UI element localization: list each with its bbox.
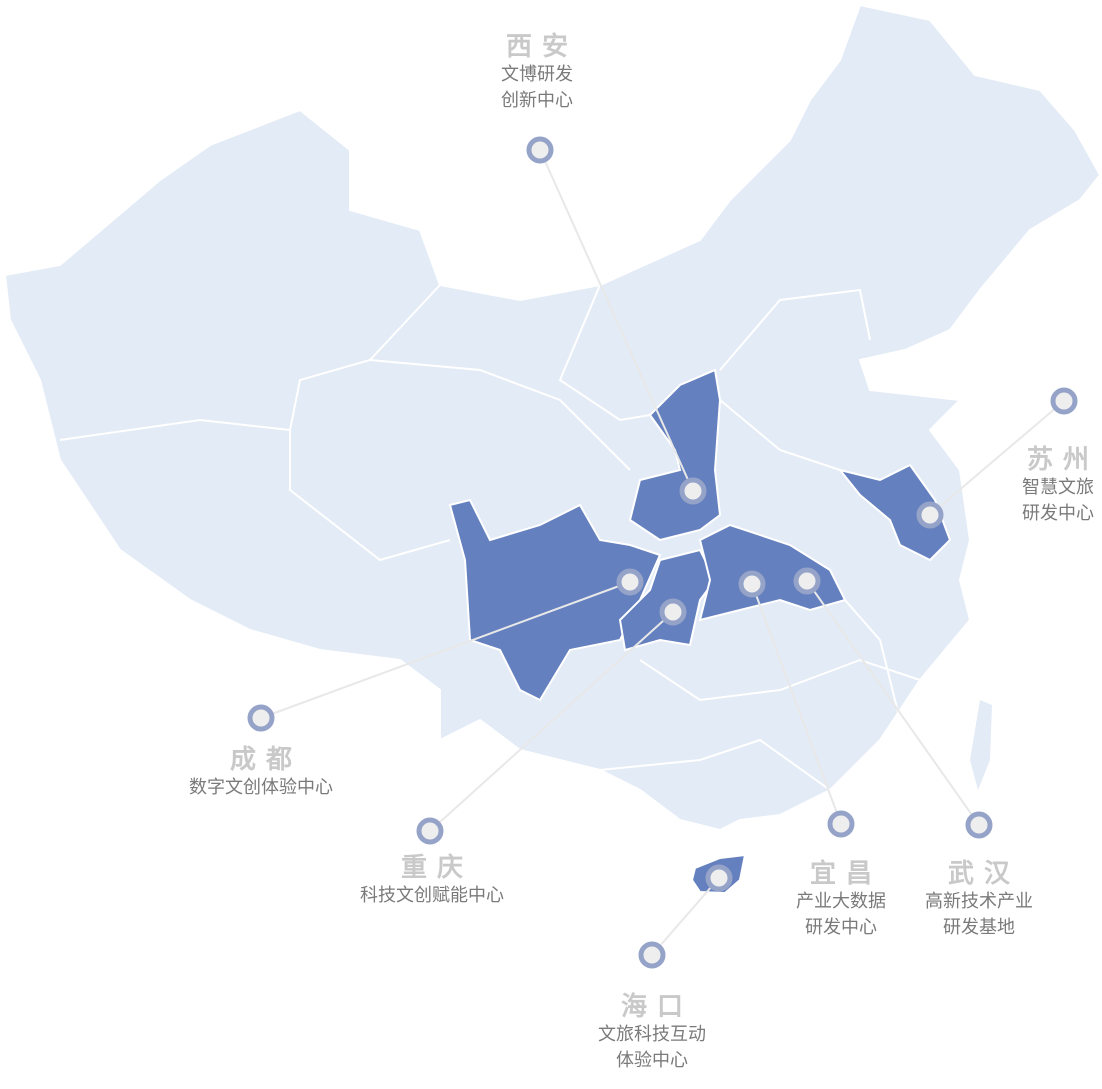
- connector-line-xian: [539, 149, 694, 492]
- city-name: 成都: [229, 745, 302, 775]
- center-label-wuhan: 武汉高新技术产业研发基地: [925, 859, 1033, 941]
- center-description: 研发中心: [1022, 503, 1094, 524]
- label-marker-yichang[interactable]: [827, 810, 855, 838]
- center-label-xian: 西安文博研发创新中心: [501, 32, 573, 114]
- location-marker-chengdu[interactable]: [616, 568, 644, 596]
- center-description: 文旅科技互动: [598, 1024, 706, 1045]
- markers: [247, 136, 1078, 969]
- location-marker-haikou[interactable]: [705, 864, 733, 892]
- location-marker-chongqing[interactable]: [659, 598, 687, 626]
- province-hubei: [698, 523, 847, 622]
- label-marker-haikou[interactable]: [638, 941, 666, 969]
- location-marker-yichang[interactable]: [738, 570, 766, 598]
- center-description: 科技文创赋能中心: [360, 885, 504, 906]
- center-description: 产业大数据: [796, 891, 886, 912]
- center-description: 高新技术产业: [925, 891, 1033, 912]
- label-marker-chongqing[interactable]: [416, 817, 444, 845]
- location-marker-suzhou[interactable]: [916, 501, 944, 529]
- center-label-suzhou: 苏州智慧文旅研发中心: [1022, 445, 1094, 527]
- connector-line-chongqing: [429, 611, 674, 832]
- center-label-haikou: 海口文旅科技互动体验中心: [598, 992, 706, 1074]
- china-land: [3, 3, 1102, 832]
- connector-lines: [260, 149, 1065, 956]
- label-marker-wuhan[interactable]: [965, 811, 993, 839]
- location-marker-xian[interactable]: [679, 477, 707, 505]
- city-name: 苏州: [1026, 445, 1099, 475]
- city-name: 西安: [505, 32, 578, 62]
- location-marker-wuhan[interactable]: [793, 567, 821, 595]
- city-name: 武汉: [947, 859, 1020, 889]
- center-description: 研发中心: [805, 917, 877, 938]
- center-description: 数字文创体验中心: [189, 777, 333, 798]
- label-marker-chengdu[interactable]: [247, 704, 275, 732]
- center-description: 体验中心: [616, 1050, 688, 1071]
- taiwan: [970, 700, 992, 790]
- label-marker-suzhou[interactable]: [1050, 387, 1078, 415]
- city-name: 海口: [620, 992, 693, 1022]
- center-label-chengdu: 成都数字文创体验中心: [189, 745, 333, 801]
- connector-line-chengdu: [260, 581, 631, 719]
- connector-line-yichang: [751, 583, 842, 825]
- connector-line-suzhou: [929, 400, 1065, 516]
- province-jiangsu: [837, 463, 952, 562]
- city-name: 重庆: [400, 853, 473, 883]
- center-description: 创新中心: [501, 90, 573, 111]
- center-label-yichang: 宜昌产业大数据研发中心: [796, 859, 886, 941]
- center-description: 智慧文旅: [1022, 477, 1094, 498]
- province-borders: [59, 284, 921, 791]
- city-name: 宜昌: [809, 859, 882, 889]
- center-description: 文博研发: [501, 64, 573, 85]
- connector-line-wuhan: [806, 580, 980, 826]
- center-description: 研发基地: [943, 917, 1015, 938]
- center-label-chongqing: 重庆科技文创赋能中心: [360, 853, 504, 909]
- label-marker-xian[interactable]: [526, 136, 554, 164]
- connector-line-haikou: [651, 877, 720, 956]
